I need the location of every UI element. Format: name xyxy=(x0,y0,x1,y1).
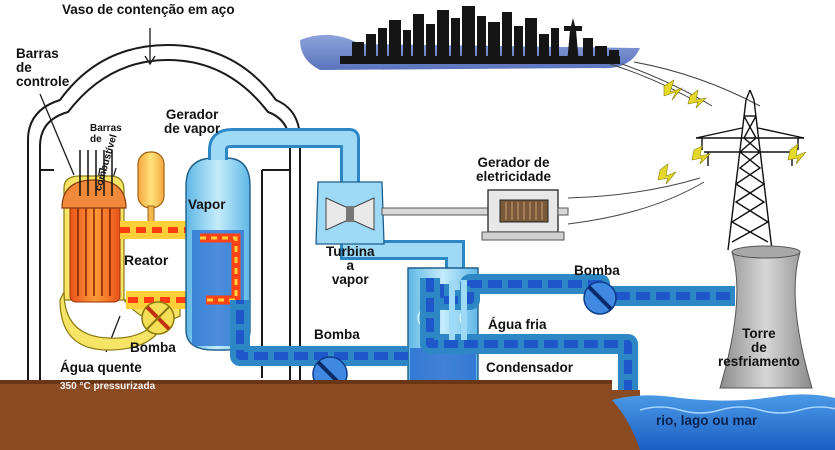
ground xyxy=(0,380,640,450)
label-turbine-line3: vapor xyxy=(331,272,369,288)
reactor-vessel xyxy=(59,150,181,351)
city-skyline xyxy=(300,6,640,70)
label-steam: Vapor xyxy=(188,197,226,212)
containment-vessel xyxy=(27,43,301,390)
pump-cooling xyxy=(583,281,617,315)
transmission-tower xyxy=(695,89,805,251)
electric-generator xyxy=(381,189,569,241)
label-electric-generator-line1: Gerador de xyxy=(477,155,550,170)
label-hot-water: Água quente xyxy=(60,360,142,375)
label-reactor: Reator xyxy=(124,252,169,268)
label-turbine-line2: a xyxy=(346,258,354,274)
label-pump-reactor: Bomba xyxy=(130,340,176,355)
label-fuel-rods: Barras de xyxy=(90,123,122,145)
label-electric-generator: Gerador de eletricidade xyxy=(476,155,552,185)
label-steam-generator: Gerador de vapor xyxy=(164,107,221,137)
label-pump-middle: Bomba xyxy=(314,327,360,342)
label-turbine-line1: Turbina xyxy=(326,244,375,259)
label-control-rods: Barras de controle xyxy=(16,46,70,90)
label-steam-generator-line2: de vapor xyxy=(164,121,221,137)
label-containment-vessel: Vaso de contenção em aço xyxy=(62,2,235,17)
label-pump-right: Bomba xyxy=(574,263,620,278)
label-cooling-tower-line2: de xyxy=(751,340,767,356)
label-turbine: Turbina a vapor xyxy=(326,244,375,288)
label-water-body: rio, lago ou mar xyxy=(656,413,758,428)
cooling-tower xyxy=(719,245,813,389)
label-control-rods-line3: controle xyxy=(16,74,70,90)
label-cooling-tower-line1: Torre xyxy=(742,326,776,341)
spark-icon xyxy=(657,79,807,185)
pump-reactor xyxy=(141,301,175,335)
control-rods xyxy=(79,150,113,196)
label-steam-generator-line1: Gerador xyxy=(165,107,219,122)
label-electric-generator-line2: eletricidade xyxy=(476,169,552,185)
label-cooling-tower: Torre de resfriamento xyxy=(718,326,800,370)
label-cooling-tower-line3: resfriamento xyxy=(718,354,800,370)
label-fuel-rods-line1: Barras xyxy=(90,123,122,134)
feedwater-loop xyxy=(230,300,408,366)
label-fuel-rods-line2: de xyxy=(90,133,102,145)
pressurizer xyxy=(137,151,165,229)
label-cold-water: Água fria xyxy=(488,317,547,332)
label-control-rods-line1: Barras xyxy=(16,46,59,61)
label-pressurized: 350 °C pressurizada xyxy=(60,381,156,392)
water-body xyxy=(612,394,835,450)
label-control-rods-line2: de xyxy=(16,60,32,76)
label-condenser: Condensador xyxy=(486,360,574,375)
steam-turbine xyxy=(315,181,385,245)
